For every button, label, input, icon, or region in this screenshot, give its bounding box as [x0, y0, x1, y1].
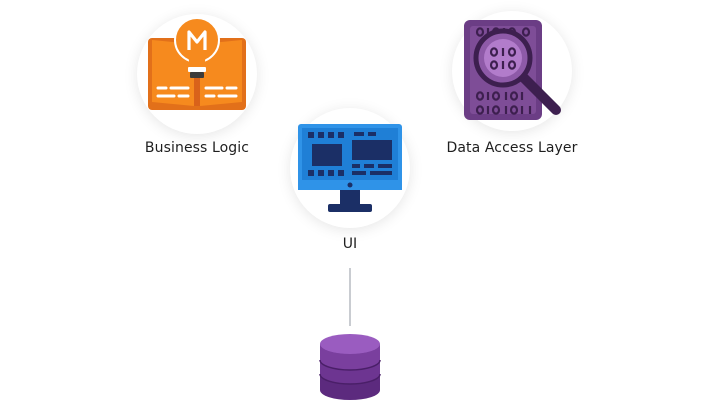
ui-to-database-connector [349, 268, 351, 326]
monitor-icon [298, 124, 402, 212]
book-lightbulb-icon [148, 17, 246, 110]
business-logic-label: Business Logic [144, 140, 250, 156]
ui-label: UI [342, 236, 358, 252]
data-access-layer-label: Data Access Layer [446, 140, 578, 156]
database-icon [319, 334, 381, 400]
binary-magnifier-icon [464, 20, 561, 120]
